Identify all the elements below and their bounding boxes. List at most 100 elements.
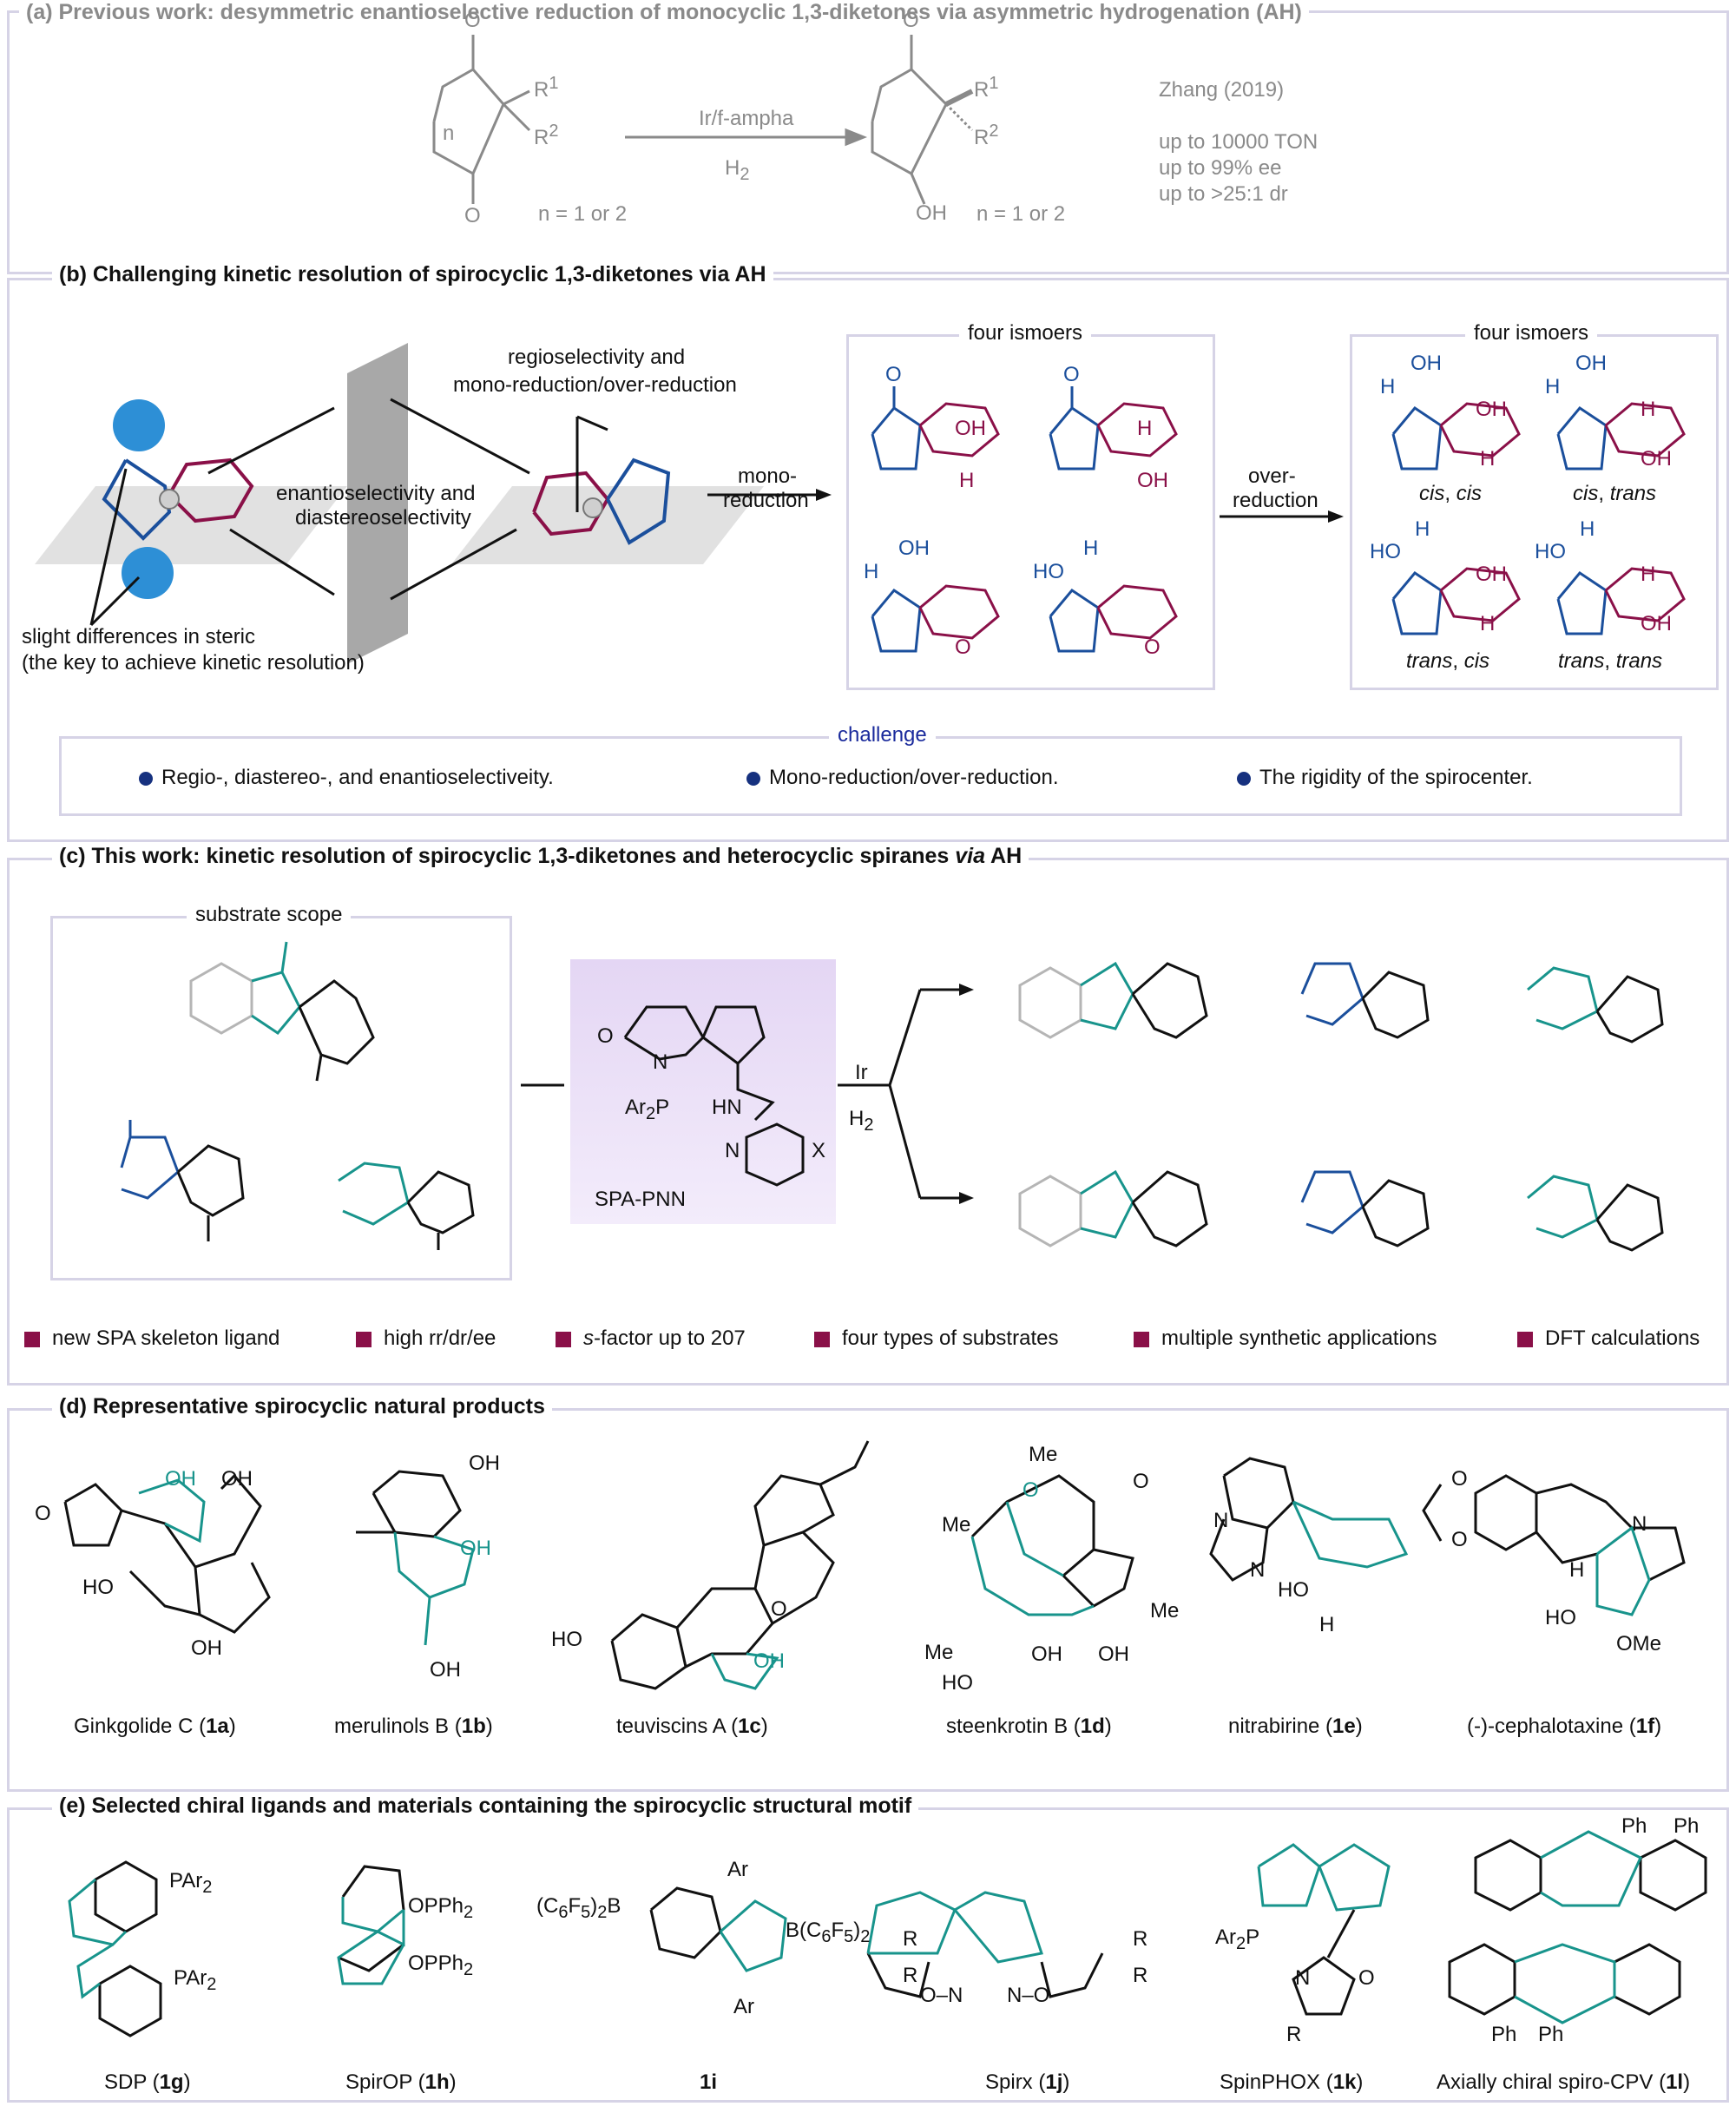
atom-r: R	[903, 1964, 918, 1987]
feature-item: multiple synthetic applications	[1134, 1326, 1437, 1351]
atom-oh: OH	[753, 1649, 785, 1673]
atom-oh: OH	[191, 1636, 222, 1660]
isomer-trans-cis: trans, cis	[1406, 649, 1490, 673]
product-label-1e: nitrabirine (1e)	[1228, 1715, 1363, 1738]
atom-o: O	[464, 9, 481, 32]
feature-item: new SPA skeleton ligand	[24, 1326, 279, 1351]
atom-h: H	[1319, 1613, 1335, 1636]
bullet-icon	[139, 771, 153, 786]
product-label-1a: Ginkgolide C (1a)	[74, 1715, 236, 1738]
atom-oh: OH	[469, 1451, 500, 1475]
n-label-left: n = 1 or 2	[538, 202, 628, 226]
label-regioselectivity: regioselectivity and	[508, 346, 686, 369]
atom-o: O	[1144, 635, 1161, 659]
atom-n: N	[1250, 1558, 1266, 1582]
atom-o: O	[1358, 1966, 1375, 1990]
atom-ar2p: Ar2P	[1215, 1925, 1260, 1953]
section-c-structures	[120, 941, 1664, 1252]
atom-ho: HO	[82, 1576, 114, 1599]
section-a-title: (a) Previous work: desymmetric enantiose…	[19, 0, 1309, 25]
atom-h: H	[1641, 563, 1656, 586]
atom-oh: OH	[1410, 352, 1442, 375]
atom-oh: OH	[221, 1467, 253, 1491]
reagent-top: Ir/f-ampha	[699, 107, 794, 130]
atom-n: N	[1295, 1966, 1311, 1990]
atom-oh: OH	[916, 201, 947, 225]
ligand-atom-ar2p: Ar2P	[625, 1096, 670, 1123]
atom-o: O	[771, 1597, 787, 1621]
atom-oh: OH	[430, 1658, 461, 1682]
atom-r: R	[1286, 2023, 1302, 2046]
square-icon	[356, 1331, 372, 1347]
atom-r1: R1	[974, 74, 999, 102]
ligand-name: SPA-PNN	[595, 1188, 686, 1211]
atom-me: Me	[924, 1641, 954, 1664]
atom-o: O	[1023, 1478, 1039, 1502]
stat-ee: up to 99% ee	[1159, 156, 1282, 180]
challenge-item: Mono-reduction/over-reduction.	[746, 766, 1059, 790]
atom-o: O	[885, 363, 902, 386]
atom-par2: PAr2	[169, 1869, 213, 1897]
square-icon	[814, 1331, 830, 1347]
reagent-h2: H2	[849, 1107, 874, 1135]
atom-h: H	[1415, 517, 1430, 541]
atom-h: H	[1380, 375, 1396, 398]
ligand-label-1i: 1i	[700, 2070, 718, 2094]
bullet-icon	[746, 771, 760, 786]
atom-o: O	[1451, 1528, 1468, 1551]
feature-item: high rr/dr/ee	[356, 1326, 496, 1351]
atom-ph: Ph	[1491, 2023, 1517, 2046]
atom-ho: HO	[1545, 1606, 1576, 1629]
ligand-atom-hn: HN	[712, 1096, 742, 1119]
ligand-atom-n: N	[653, 1050, 668, 1074]
atom-o: O	[1063, 363, 1080, 386]
label-enantioselectivity: enantioselectivity and	[276, 482, 476, 505]
label-over-reduction: reduction	[1233, 489, 1318, 512]
section-c-title: (c) This work: kinetic resolution of spi…	[52, 844, 1029, 869]
atom-oh: OH	[955, 417, 986, 440]
atom-me: Me	[942, 1513, 971, 1537]
atom-c6f5-2b: (C6F5)2B	[536, 1894, 621, 1922]
atom-oh: OH	[460, 1537, 491, 1560]
atom-h: H	[1580, 517, 1595, 541]
atom-oh: OH	[1098, 1642, 1129, 1666]
atom-oh: OH	[1641, 447, 1672, 471]
atom-o: O	[464, 204, 481, 227]
atom-ho: HO	[551, 1628, 582, 1651]
atom-ho: HO	[942, 1671, 973, 1695]
atom-h: H	[1480, 612, 1496, 635]
label-over: over-	[1248, 464, 1296, 488]
atom-o: O	[1451, 1467, 1468, 1491]
isomers-title-over: four ismoers	[1465, 321, 1598, 346]
atom-oh: OH	[1641, 612, 1672, 635]
natural-products-structures	[63, 1440, 1686, 1690]
feature-item: four types of substrates	[814, 1326, 1058, 1351]
feature-item: s-factor up to 207	[556, 1326, 746, 1351]
isomers-over-structures	[1391, 402, 1686, 635]
ligand-label-1j: Spirx (1j)	[985, 2070, 1070, 2094]
isomers-mono-structures	[871, 386, 1178, 653]
reagent-ir: Ir	[855, 1061, 868, 1084]
atom-oh: OH	[898, 536, 930, 560]
atom-o: O	[35, 1502, 51, 1525]
atom-ho: HO	[1278, 1578, 1309, 1602]
atom-oh: OH	[1031, 1642, 1062, 1666]
square-icon	[1134, 1331, 1149, 1347]
product-label-1d: steenkrotin B (1d)	[946, 1715, 1112, 1738]
atom-opph2: OPPh2	[408, 1894, 474, 1922]
atom-ome: OMe	[1616, 1632, 1662, 1656]
atom-oh: OH	[1575, 352, 1607, 375]
author-label: Zhang (2019)	[1159, 78, 1285, 102]
atom-h: H	[1137, 417, 1153, 440]
label-diastereoselectivity: diastereoselectivity	[295, 506, 471, 530]
label-steric-key: (the key to achieve kinetic resolution)	[22, 651, 365, 675]
atom-ar: Ar	[727, 1858, 748, 1881]
atom-n: n	[443, 122, 455, 145]
ligand-atom-o: O	[597, 1024, 614, 1048]
kinetic-resolution-graphic	[35, 343, 1344, 664]
section-b-title: (b) Challenging kinetic resolution of sp…	[52, 262, 773, 287]
atom-n: N	[1632, 1512, 1647, 1536]
ligand-box	[570, 959, 836, 1224]
isomer-trans-trans: trans, trans	[1558, 649, 1663, 673]
